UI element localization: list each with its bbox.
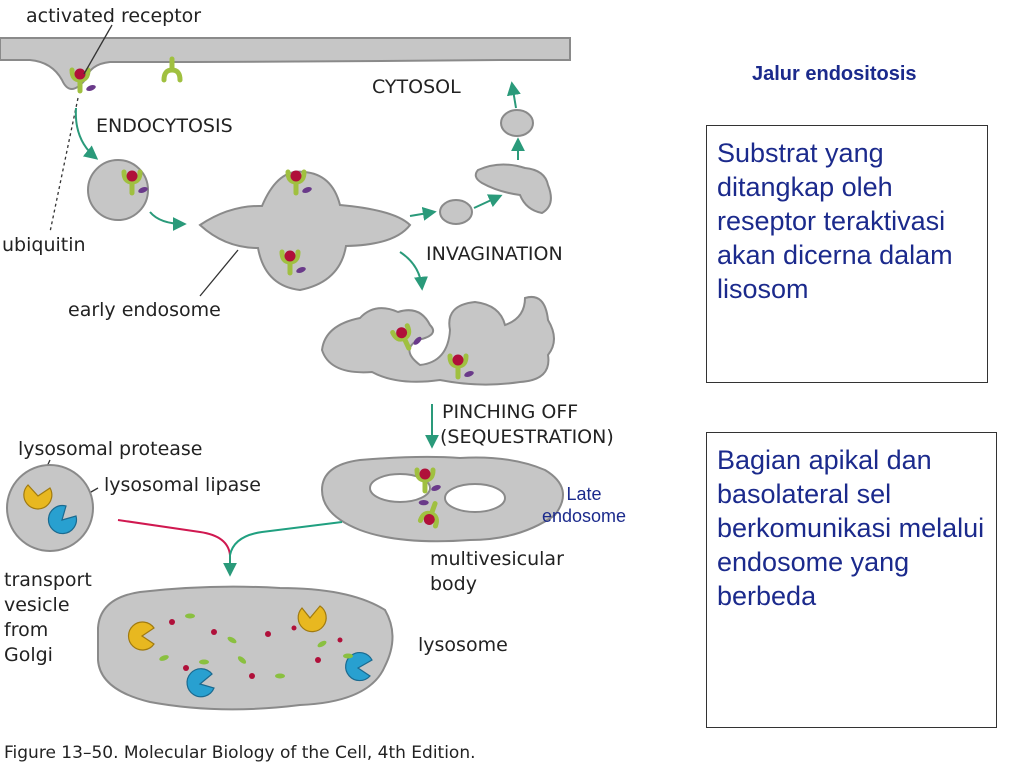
red-line xyxy=(117,519,231,556)
label-ubiquitin: ubiquitin xyxy=(2,234,86,256)
arrow-endocytosis xyxy=(74,107,99,160)
label-multivesicular: multivesicular xyxy=(430,548,564,570)
endocytosis-diagram: activated receptor CYTOSOL ENDOCYTOSIS u… xyxy=(0,5,626,763)
lipase-icon xyxy=(47,504,78,535)
arrow-to-recycling-vesicle xyxy=(409,206,437,221)
label-invagination: INVAGINATION xyxy=(426,243,563,265)
figure-caption: Figure 13–50. Molecular Biology of the C… xyxy=(4,743,476,763)
recycling-vesicle xyxy=(439,199,473,225)
note-box-substrate: Substrat yang ditangkap oleh reseptor te… xyxy=(706,125,988,383)
recycling-endosome xyxy=(474,163,552,215)
lysosome-lipase-icon-2 xyxy=(345,651,373,682)
slide-title: Jalur endositosis xyxy=(752,63,917,85)
label-endosome: endosome xyxy=(542,506,626,526)
early-endosome xyxy=(198,170,412,292)
intralumenal-vesicle-2 xyxy=(444,483,506,513)
plasma-membrane xyxy=(0,37,571,90)
label-activated-receptor: activated receptor xyxy=(26,5,201,27)
arrow-to-cytosol xyxy=(506,81,521,109)
label-late: Late xyxy=(566,484,601,504)
lysosome-protease-icon-2 xyxy=(297,605,327,633)
pointer-early-endosome xyxy=(199,249,239,297)
label-sequestration: (SEQUESTRATION) xyxy=(440,426,614,448)
label-vesicle: vesicle xyxy=(4,594,70,616)
lysosome-protease-icon-1 xyxy=(127,621,155,651)
lysosome-lipase-icon-1 xyxy=(186,668,215,698)
label-pinching-off: PINCHING OFF xyxy=(442,401,578,423)
lysosome-debris xyxy=(159,613,353,679)
arrow-to-recycling-endosome xyxy=(473,194,503,209)
pointer-activated-receptor xyxy=(83,24,113,75)
label-early-endosome: early endosome xyxy=(68,299,221,321)
invaginating-endosome xyxy=(320,296,555,386)
note-box-apical-basolateral: Bagian apikal dan basolateral sel berkom… xyxy=(706,432,997,728)
multivesicular-body xyxy=(320,455,564,543)
label-lysosomal-lipase: lysosomal lipase xyxy=(104,474,261,496)
label-from: from xyxy=(4,619,48,641)
label-endocytosis: ENDOCYTOSIS xyxy=(96,115,233,137)
protease-icon xyxy=(23,484,53,510)
arrow-invagination xyxy=(399,251,428,291)
label-golgi: Golgi xyxy=(4,644,53,666)
intralumenal-vesicle-1 xyxy=(369,473,431,503)
green-line xyxy=(229,521,343,556)
pointer-ubiquitin xyxy=(49,97,79,233)
small-recycling-vesicle xyxy=(500,109,534,137)
arrow-to-early-endosome xyxy=(149,211,187,231)
label-lysosome: lysosome xyxy=(418,634,508,656)
label-lysosomal-protease: lysosomal protease xyxy=(18,438,203,460)
transport-vesicle xyxy=(6,464,94,552)
label-transport: transport xyxy=(4,569,92,591)
label-cytosol: CYTOSOL xyxy=(372,76,461,98)
label-body: body xyxy=(430,573,477,595)
